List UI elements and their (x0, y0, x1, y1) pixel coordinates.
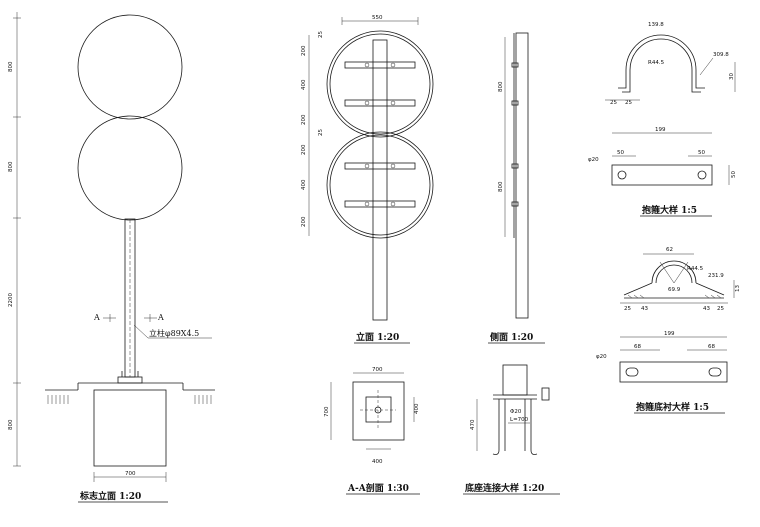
front-dim-s2: 25 (318, 129, 324, 136)
liner-title: 抱箍底衬大样 1:5 (636, 401, 709, 413)
aa-section: 700 700 400 400 A-A剖面 1:30 (324, 367, 420, 495)
elev-dim-2: 800 (8, 161, 14, 172)
hoop-liner-detail: 62 R44.5 231.9 69.9 13 25 43 43 25 199 6… (596, 247, 741, 414)
hoop-dim-h: 50 (731, 171, 737, 178)
hoop-dim-a: 25 (610, 100, 617, 106)
elev-base-width: 700 (125, 471, 136, 477)
front-top-dim: 550 (372, 15, 383, 21)
liner-dim-s3: 43 (703, 306, 710, 312)
elev-dim-1: 800 (8, 61, 14, 72)
sign-disc-bottom (77, 115, 183, 221)
base-title: 底座连接大样 1:20 (465, 482, 544, 494)
liner-dim-a: 62 (666, 247, 673, 253)
hoop-dim-l2: 50 (698, 150, 705, 156)
hoop-dim-r1: 139.8 (648, 22, 664, 28)
liner-plate (619, 361, 728, 383)
base-note-bar: Φ20 (510, 409, 522, 415)
elev-dim-3: 2200 (8, 293, 14, 307)
sign-disc-top (77, 14, 183, 120)
base-note-length: L=700 (510, 417, 529, 423)
liner-dim-r: R44.5 (687, 266, 704, 272)
hoop-detail: 139.8 R44.5 309.8 30 25 25 199 50 50 φ20… (588, 22, 737, 217)
foundation (93, 389, 167, 467)
hoop-dim-r2: R44.5 (648, 60, 665, 66)
hoop-dim-b: 25 (625, 100, 632, 106)
liner-dim-len: 199 (664, 331, 675, 337)
liner-dim-l2: 68 (708, 344, 715, 350)
liner-dim-s1: 25 (624, 306, 631, 312)
front-dim-v1: 200 (301, 45, 307, 56)
section-dim-top: 700 (372, 367, 383, 373)
section-dim-left: 700 (324, 406, 330, 417)
base-detail: 470 Φ20 L=700 底座连接大样 1:20 (463, 364, 560, 495)
section-title: A-A剖面 1:30 (347, 482, 409, 494)
side-dim-v1: 800 (498, 81, 504, 92)
front-dim-v3: 200 (301, 114, 307, 125)
liner-dim-hole: φ20 (596, 354, 607, 360)
section-mark-right: A (157, 313, 164, 322)
liner-dim-c: 13 (735, 285, 741, 292)
front-view: 550 200 400 200 200 400 200 25 25 立面 1:2… (301, 15, 434, 344)
hoop-dim-l1: 50 (617, 150, 624, 156)
front-dim-v2: 400 (301, 79, 307, 90)
front-pole (372, 39, 388, 321)
front-dim-v6: 200 (301, 216, 307, 227)
liner-dim-ang: 231.9 (708, 273, 724, 279)
section-dim-right: 400 (414, 403, 420, 414)
liner-dim-s4: 25 (717, 306, 724, 312)
hoop-dim-len: 199 (655, 127, 666, 133)
hoop-dim-hole: φ20 (588, 157, 599, 163)
hoop-plate (611, 164, 713, 186)
hoop-dim-r3: 309.8 (713, 52, 729, 58)
elev-dim-4: 800 (8, 419, 14, 430)
front-dim-v5: 400 (301, 179, 307, 190)
elevation-title: 标志立面 1:20 (79, 490, 141, 502)
side-title: 侧面 1:20 (490, 331, 533, 343)
liner-dim-s2: 43 (641, 306, 648, 312)
side-pole (515, 32, 529, 319)
base-dim-h: 470 (470, 419, 476, 430)
section-mark-left: A (93, 313, 100, 322)
liner-dim-ang2: 69.9 (668, 287, 681, 293)
hoop-title: 抱箍大样 1:5 (642, 204, 697, 216)
section-dim-bottom: 400 (372, 459, 383, 465)
front-dim-s1: 25 (318, 31, 324, 38)
column-label: 立柱φ89X4.5 (149, 328, 199, 338)
sign-elevation: 800 800 2200 800 A A 立柱φ89X4.5 (8, 12, 215, 503)
section-base (352, 381, 405, 441)
side-view: 800 800 侧面 1:20 (488, 32, 545, 344)
side-dim-v2: 800 (498, 181, 504, 192)
front-dim-v4: 200 (301, 144, 307, 155)
liner-dim-l1: 68 (634, 344, 641, 350)
hoop-dim-c: 30 (729, 73, 735, 80)
front-title: 立面 1:20 (356, 331, 399, 343)
